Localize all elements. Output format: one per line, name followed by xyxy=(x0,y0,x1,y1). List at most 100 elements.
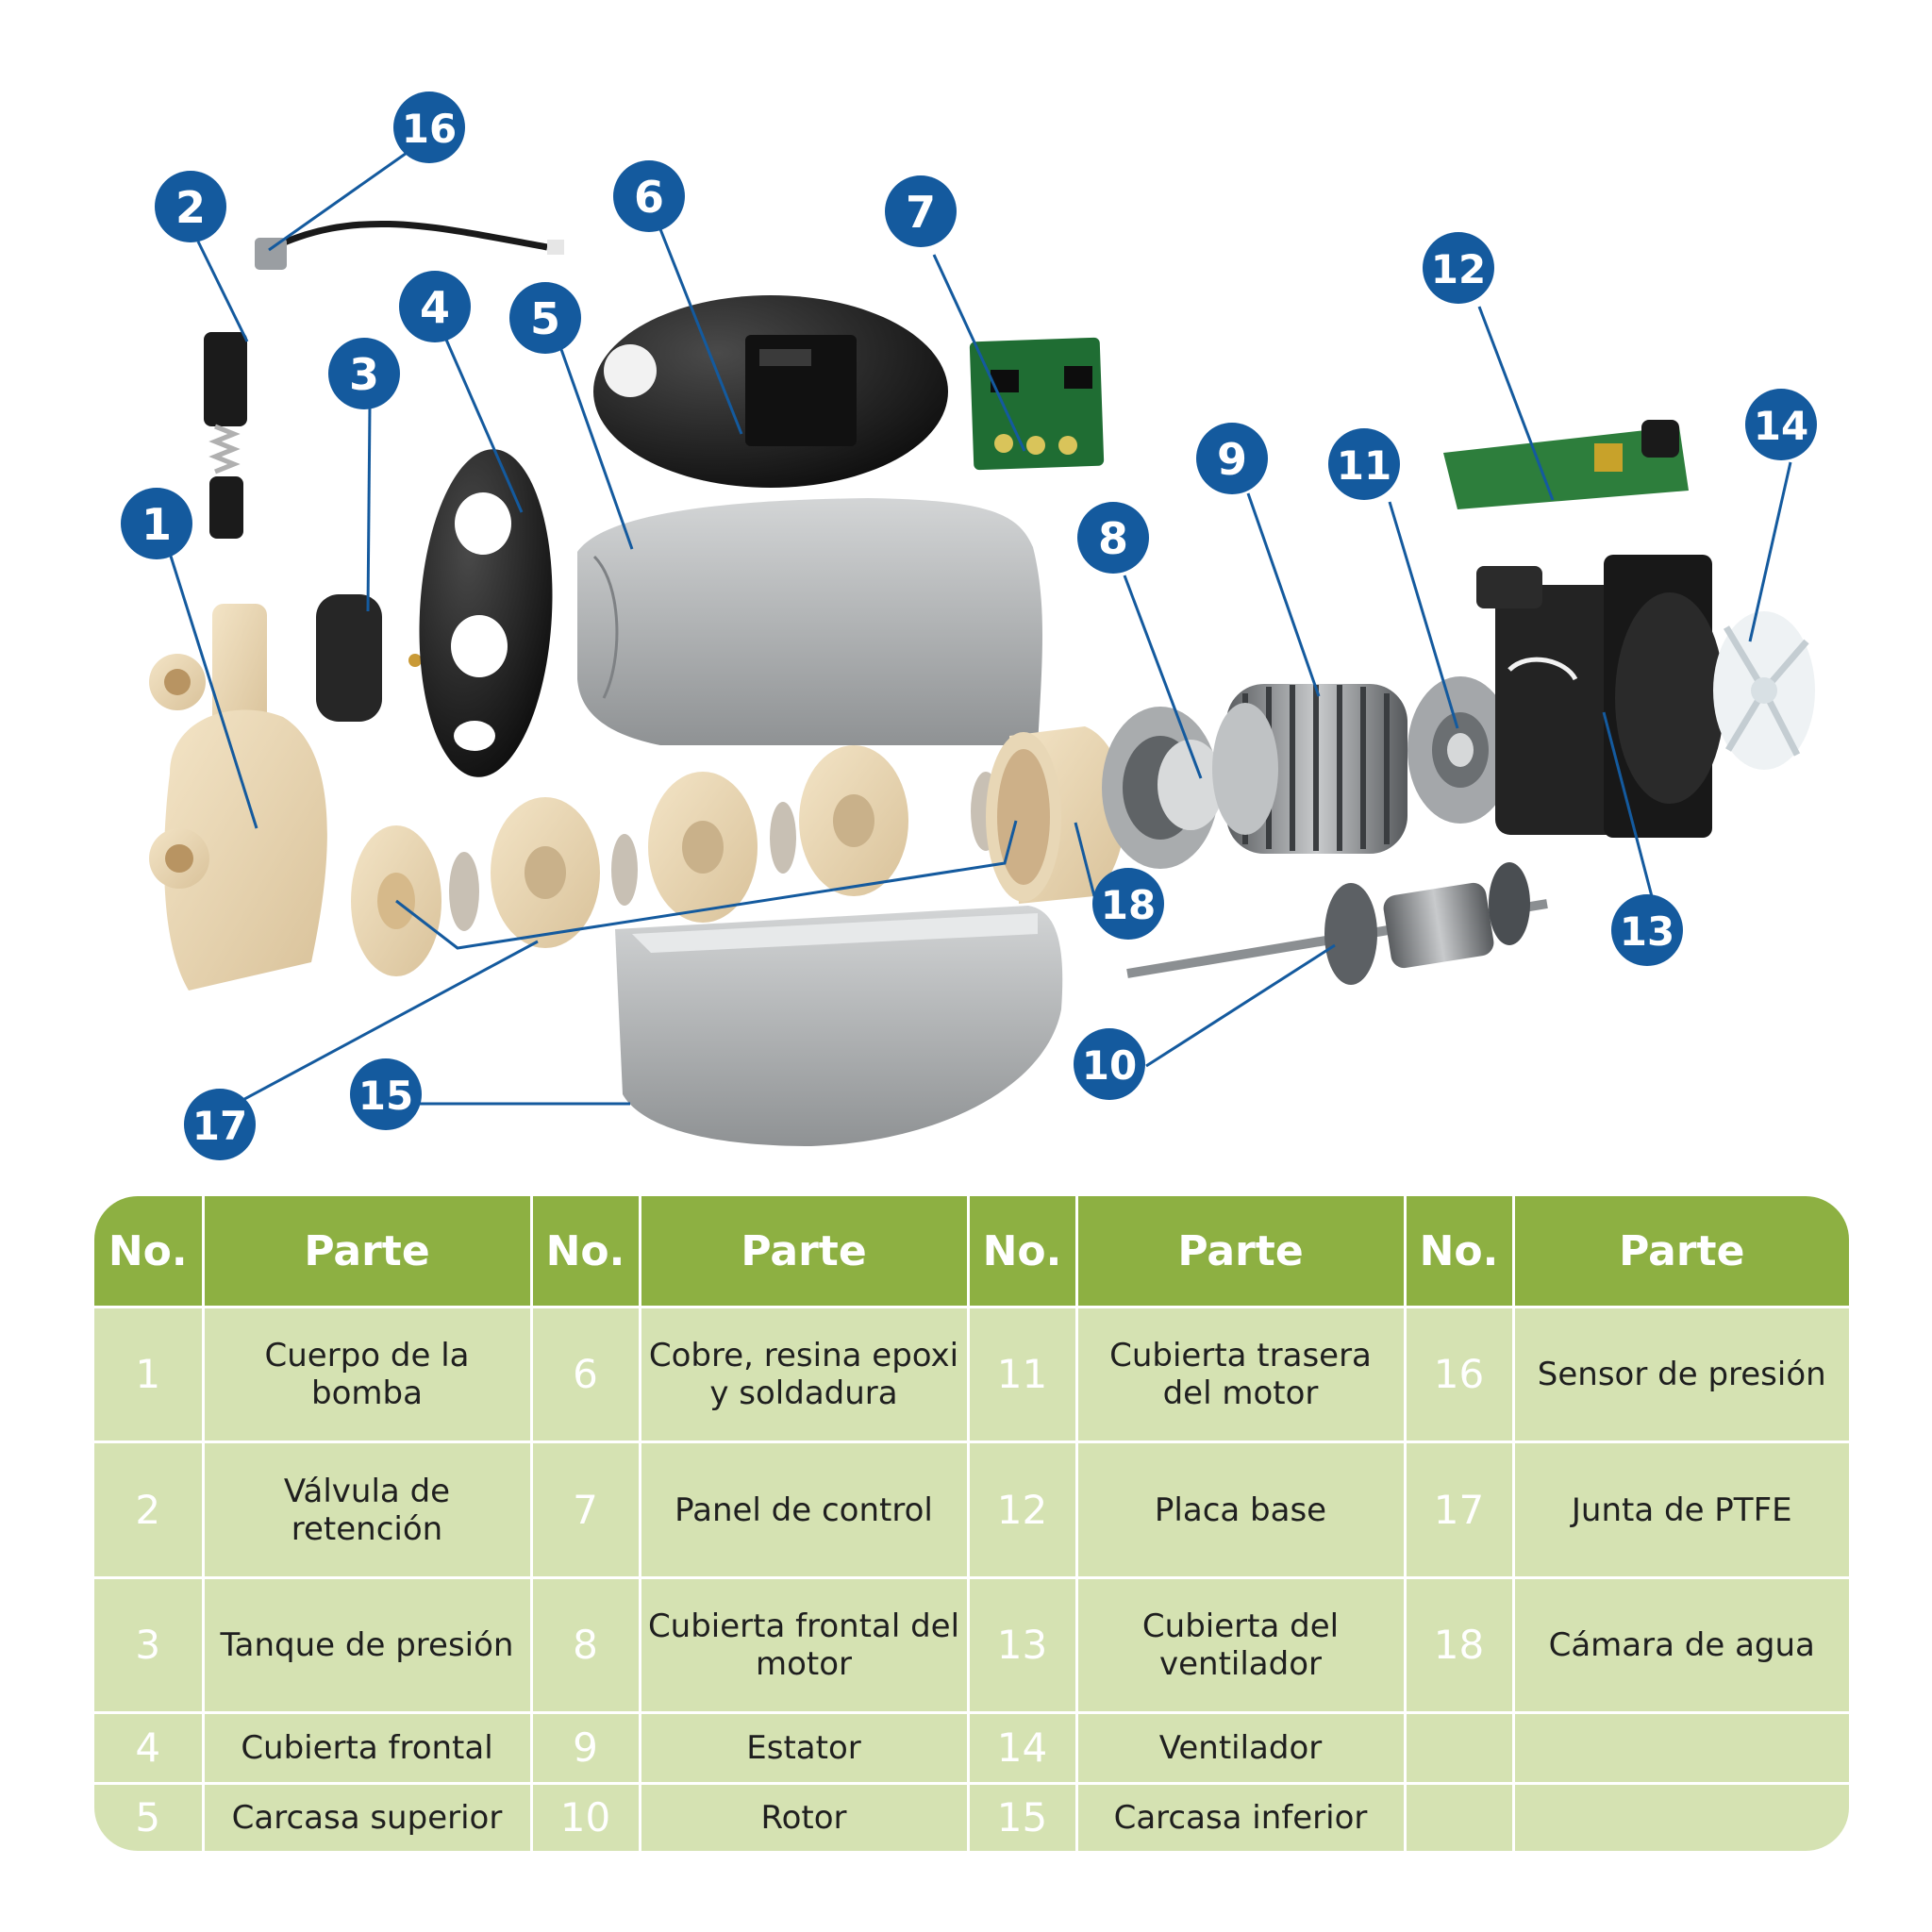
callout-6: 6 xyxy=(613,160,685,232)
svg-text:7: 7 xyxy=(906,187,936,238)
part-name: Válvula de retención xyxy=(203,1441,533,1578)
part-name: Rotor xyxy=(640,1781,970,1851)
leader-line-17a xyxy=(395,820,1018,950)
callout-12: 12 xyxy=(1423,232,1494,304)
leader-line-11 xyxy=(1388,501,1459,729)
part-number: 2 xyxy=(94,1441,205,1578)
part-name: Placa base xyxy=(1076,1441,1407,1578)
header-no: No. xyxy=(1405,1196,1515,1307)
leader-line-12 xyxy=(1477,306,1555,501)
part-number: 7 xyxy=(531,1441,641,1578)
part-number xyxy=(1405,1711,1515,1784)
part-number: 4 xyxy=(94,1711,205,1784)
callout-10: 10 xyxy=(1074,1028,1145,1100)
header-part: Parte xyxy=(203,1196,533,1307)
part-number: 13 xyxy=(968,1575,1078,1713)
part-name: Cámara de agua xyxy=(1513,1575,1849,1713)
part-name xyxy=(1513,1781,1849,1851)
leader-line-1 xyxy=(166,546,258,829)
leader-line-2 xyxy=(196,241,249,342)
svg-text:6: 6 xyxy=(634,172,664,223)
svg-text:5: 5 xyxy=(530,293,560,344)
part-name: Estator xyxy=(640,1711,970,1784)
part-name: Junta de PTFE xyxy=(1513,1441,1849,1578)
part-number: 16 xyxy=(1405,1305,1515,1442)
svg-text:9: 9 xyxy=(1217,434,1247,485)
header-part: Parte xyxy=(1076,1196,1407,1307)
callout-16: 16 xyxy=(393,92,465,163)
part-number: 11 xyxy=(968,1305,1078,1442)
part-number: 6 xyxy=(531,1305,641,1442)
leader-line-6 xyxy=(658,228,743,435)
fan-cover xyxy=(1476,555,1724,838)
part-name: Cuerpo de la bomba xyxy=(203,1305,533,1442)
svg-text:11: 11 xyxy=(1337,442,1391,489)
callout-2: 2 xyxy=(155,171,226,242)
svg-text:18: 18 xyxy=(1101,882,1156,928)
header-part: Parte xyxy=(640,1196,970,1307)
part-name: Carcasa superior xyxy=(203,1781,533,1851)
pressure-tank xyxy=(316,594,422,722)
leader-line-3 xyxy=(366,405,372,612)
part-name: Cubierta frontal xyxy=(203,1711,533,1784)
svg-text:15: 15 xyxy=(358,1073,413,1119)
leader-line-7 xyxy=(932,254,1026,452)
part-number: 10 xyxy=(531,1781,641,1851)
table-row: 5 Carcasa superior 10 Rotor 15 Carcasa i… xyxy=(94,1781,1849,1851)
callout-14: 14 xyxy=(1745,389,1817,460)
callout-5: 5 xyxy=(509,282,581,354)
callout-15: 15 xyxy=(350,1058,422,1130)
part-name xyxy=(1513,1711,1849,1784)
motor-front-cover xyxy=(1102,707,1224,869)
parts-table: No. Parte No. Parte No. Parte No. Parte … xyxy=(94,1196,1849,1851)
stator xyxy=(1212,684,1407,854)
svg-text:4: 4 xyxy=(420,282,450,333)
leader-line-10 xyxy=(1145,943,1336,1068)
leader-line-13 xyxy=(1602,711,1656,905)
part-number: 1 xyxy=(94,1305,205,1442)
exploded-pump-diagram: 1 2 3 4 5 6 7 8 9 10 11 12 13 14 15 16 1… xyxy=(121,92,1817,1160)
callout-17: 17 xyxy=(184,1089,256,1160)
leader-line-4 xyxy=(444,339,524,513)
part-number: 17 xyxy=(1405,1441,1515,1578)
pump-body xyxy=(149,604,327,991)
callout-11: 11 xyxy=(1328,428,1400,500)
part-name: Cubierta del ventilador xyxy=(1076,1575,1407,1713)
part-name: Sensor de presión xyxy=(1513,1305,1849,1442)
part-number: 3 xyxy=(94,1575,205,1713)
table-row: 4 Cubierta frontal 9 Estator 14 Ventilad… xyxy=(94,1711,1849,1784)
part-number: 5 xyxy=(94,1781,205,1851)
leader-line-14 xyxy=(1748,461,1792,642)
part-name: Panel de control xyxy=(640,1441,970,1578)
check-valve xyxy=(204,332,247,539)
callout-3: 3 xyxy=(328,338,400,409)
svg-text:1: 1 xyxy=(142,499,172,550)
callout-8: 8 xyxy=(1077,502,1149,574)
rotor xyxy=(1126,862,1548,985)
part-name: Tanque de presión xyxy=(203,1575,533,1713)
leader-line-8 xyxy=(1123,575,1203,779)
leader-line-16 xyxy=(268,149,410,252)
table-row: 1 Cuerpo de la bomba 6 Cobre, resina epo… xyxy=(94,1305,1849,1442)
lower-housing xyxy=(615,906,1063,1146)
part-name: Ventilador xyxy=(1076,1711,1407,1784)
svg-text:17: 17 xyxy=(192,1103,247,1149)
part-number: 15 xyxy=(968,1781,1078,1851)
callout-9: 9 xyxy=(1196,423,1268,494)
pressure-sensor xyxy=(255,220,564,270)
part-name: Cubierta frontal del motor xyxy=(640,1575,970,1713)
table-row: 2 Válvula de retención 7 Panel de contro… xyxy=(94,1441,1849,1578)
table-row: 3 Tanque de presión 8 Cubierta frontal d… xyxy=(94,1575,1849,1713)
svg-text:8: 8 xyxy=(1098,513,1128,564)
part-number: 8 xyxy=(531,1575,641,1713)
main-board xyxy=(1443,420,1689,509)
part-number xyxy=(1405,1781,1515,1851)
motor-rear-cover xyxy=(1407,676,1513,824)
part-number: 14 xyxy=(968,1711,1078,1784)
svg-text:3: 3 xyxy=(349,349,379,400)
leader-line-9 xyxy=(1246,492,1321,697)
parts-table-container: No. Parte No. Parte No. Parte No. Parte … xyxy=(94,1196,1849,1851)
control-panel-pcb xyxy=(969,337,1105,471)
svg-text:12: 12 xyxy=(1431,246,1486,292)
leader-line-5 xyxy=(557,341,634,550)
